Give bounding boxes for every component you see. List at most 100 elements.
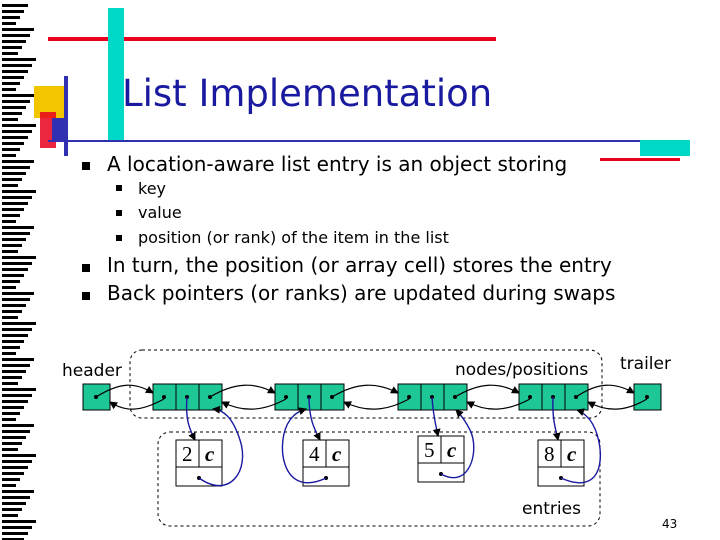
bullet-text-swaps: Back pointers (or ranks) are updated dur…	[107, 281, 616, 305]
entries-label: entries	[522, 499, 581, 519]
cyan-vertical-block	[108, 8, 124, 142]
stripe	[2, 184, 18, 187]
stripe	[2, 178, 22, 181]
bullet-text-position: In turn, the position (or array cell) st…	[107, 253, 612, 277]
page-number: 43	[662, 517, 678, 531]
stripe	[2, 316, 18, 319]
stripe	[2, 10, 24, 13]
sub-bullet-key: key	[138, 179, 167, 198]
red-right-line	[600, 158, 680, 161]
stripe	[2, 118, 18, 121]
stripe	[2, 346, 20, 349]
stripe	[2, 358, 34, 361]
stripe	[2, 52, 18, 55]
stripe	[2, 532, 28, 535]
stripe	[2, 364, 30, 367]
stripe	[2, 196, 32, 199]
entry-box: 4 c	[302, 439, 350, 487]
sub-bullet-position: position (or rank) of the item in the li…	[138, 228, 449, 247]
blue-vertical-line	[64, 76, 68, 156]
stripe	[2, 208, 24, 211]
entry-value: c	[447, 438, 457, 462]
stripe	[2, 64, 32, 67]
stripe	[2, 262, 32, 265]
entry-box: 8 c	[537, 439, 585, 487]
stripe	[2, 124, 36, 127]
stripe	[2, 274, 24, 277]
bullet-marker	[82, 162, 90, 170]
stripe	[2, 58, 36, 61]
link-arrows	[95, 384, 648, 410]
stripe	[2, 502, 26, 505]
stripe	[2, 412, 20, 415]
stripe	[2, 454, 36, 457]
stripe	[2, 136, 28, 139]
stripe	[2, 520, 36, 523]
stripe	[2, 406, 24, 409]
stripe	[2, 310, 22, 313]
positions-container	[129, 349, 603, 419]
stripe	[2, 508, 22, 511]
stripe	[2, 250, 18, 253]
stripe	[2, 388, 36, 391]
stripe	[2, 190, 36, 193]
stripe	[2, 322, 36, 325]
stripe	[2, 244, 22, 247]
stripe	[2, 286, 16, 289]
stripe	[2, 304, 26, 307]
stripe	[2, 478, 20, 481]
bullet-marker	[82, 264, 90, 272]
stripe	[2, 280, 20, 283]
positions-label: nodes/positions	[455, 360, 588, 380]
stripe	[2, 394, 32, 397]
stripe	[2, 424, 34, 427]
header-label: header	[62, 361, 122, 381]
stripe	[2, 448, 18, 451]
stripe	[2, 298, 30, 301]
stripe	[2, 340, 24, 343]
sub-bullet-marker	[116, 235, 122, 241]
stripe	[2, 70, 28, 73]
entry-box: 5 c	[417, 435, 465, 483]
entry-key: 5	[424, 438, 435, 462]
stripe	[2, 370, 26, 373]
stripe	[2, 436, 26, 439]
stripe	[2, 88, 16, 91]
sub-bullet-marker	[116, 185, 122, 191]
stripe	[2, 334, 28, 337]
stripe	[2, 226, 34, 229]
entry-key: 8	[544, 442, 555, 466]
slide-title: List Implementation	[122, 72, 493, 115]
stripe	[2, 256, 36, 259]
stripe	[2, 100, 30, 103]
stripe	[2, 112, 22, 115]
stripe	[2, 430, 30, 433]
stripe	[2, 538, 24, 540]
stripe	[2, 484, 16, 487]
stripe	[2, 382, 18, 385]
stripe	[2, 46, 22, 49]
title-underline	[48, 140, 688, 142]
stripe	[2, 472, 24, 475]
entry-value: c	[205, 442, 215, 466]
stripe	[2, 106, 26, 109]
sub-bullet-marker	[116, 210, 122, 216]
stripe	[2, 268, 28, 271]
bullet-text-entry: A location-aware list entry is an object…	[107, 152, 568, 176]
stripe	[2, 22, 16, 25]
stripe	[2, 154, 16, 157]
entries-container	[157, 431, 601, 527]
entry-box: 2 c	[175, 439, 223, 487]
stripe	[2, 376, 22, 379]
stripe	[2, 220, 16, 223]
stripe	[2, 28, 34, 31]
bullet-marker	[82, 292, 90, 300]
stripe	[2, 34, 30, 37]
stripe	[2, 490, 34, 493]
stripe	[2, 328, 32, 331]
stripe	[2, 142, 24, 145]
element-pointers	[185, 396, 602, 487]
stripe	[2, 526, 32, 529]
